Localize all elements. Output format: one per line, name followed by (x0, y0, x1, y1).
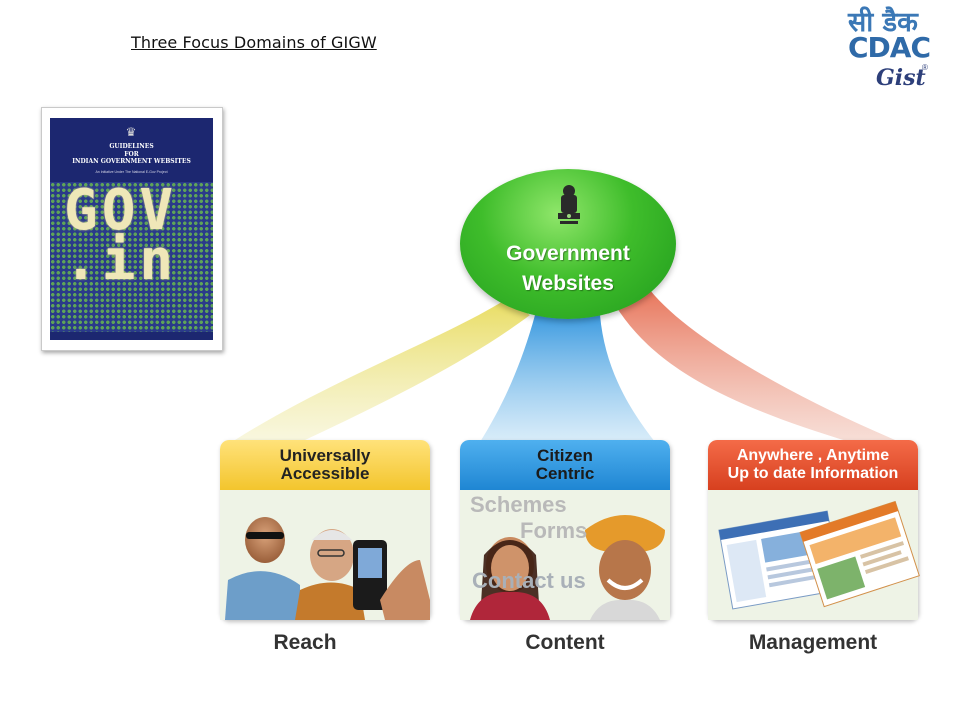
book-heading: GUIDELINES FOR INDIAN GOVERNMENT WEBSITE… (72, 143, 191, 165)
management-panel: Anywhere , Anytime Up to date Informatio… (708, 440, 918, 620)
emblem-icon: ♛ (125, 125, 137, 139)
book-subtitle: An Initiative Under The National E-Gov P… (95, 170, 168, 174)
reach-connector (235, 300, 530, 440)
government-websites-hub: Government Websites (460, 169, 676, 319)
content-panel-header: Citizen Centric (460, 440, 670, 490)
logo-registered: ® (922, 63, 928, 72)
content-word-forms: Forms (520, 518, 588, 543)
reach-label: Reach (273, 631, 337, 654)
content-connector (480, 315, 655, 442)
management-panel-header: Anywhere , Anytime Up to date Informatio… (708, 440, 918, 490)
content-label: Content (525, 631, 605, 654)
book-cover-art: ♛ GUIDELINES FOR INDIAN GOVERNMENT WEBSI… (50, 118, 213, 340)
logo-gist: Gist (876, 65, 926, 91)
reach-panel: Universally Accessible (220, 440, 430, 620)
book-dot-pattern (50, 182, 213, 332)
hub-label: Government Websites (506, 242, 630, 295)
content-word-contact-us: Contact us (472, 568, 586, 593)
book-cover-text: GOV .in (64, 178, 178, 293)
cdac-gist-logo: सी डैक CDAC Gist ® (842, 2, 938, 98)
management-label: Management (748, 631, 878, 654)
slide-title: Three Focus Domains of GIGW (131, 33, 377, 52)
logo-hindi: सी डैक (848, 7, 918, 38)
content-word-schemes: Schemes (470, 492, 567, 517)
gigw-book-cover: ♛ GUIDELINES FOR INDIAN GOVERNMENT WEBSI… (41, 107, 223, 351)
logo-cdac: CDAC (848, 31, 931, 64)
reach-panel-header: Universally Accessible (220, 440, 430, 490)
management-connector (615, 290, 900, 442)
national-emblem-icon (558, 185, 580, 224)
